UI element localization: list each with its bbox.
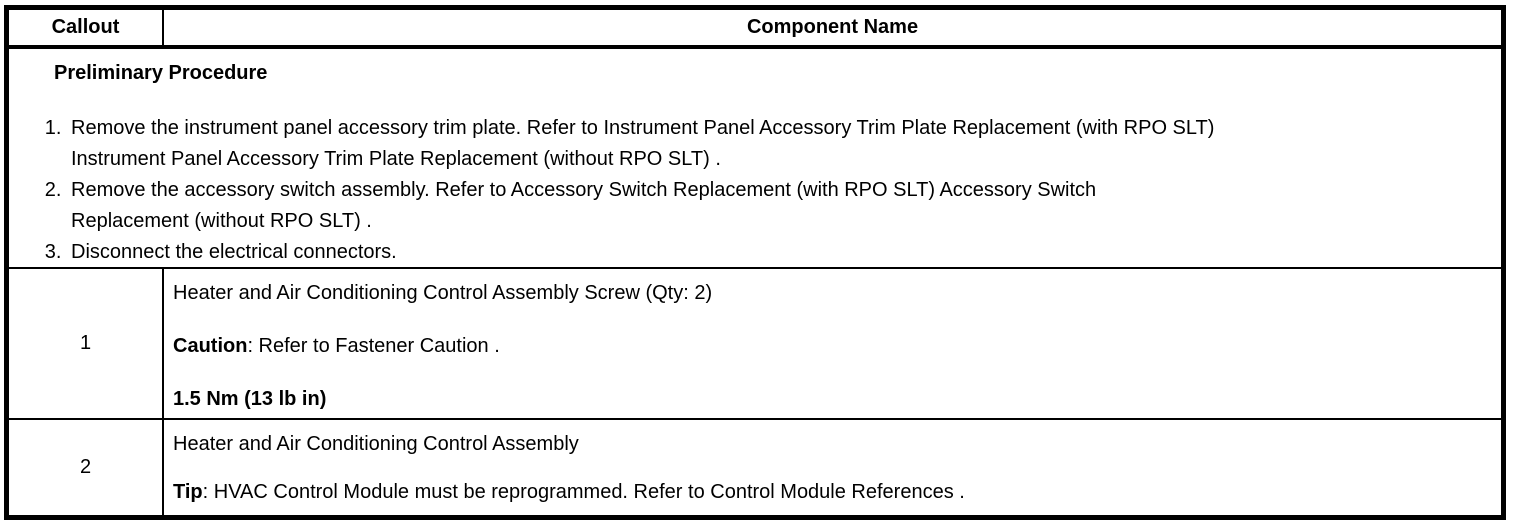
preliminary-procedure-section: Preliminary Procedure Remove the instrum… [9,49,1501,269]
table-row: 2 Heater and Air Conditioning Control As… [9,420,1501,515]
step-line: Replacement (without RPO SLT) . [71,210,372,232]
step-line: Remove the instrument panel accessory tr… [71,117,1215,139]
procedure-step: Remove the instrument panel accessory tr… [67,113,1489,175]
procedure-step: Disconnect the electrical connectors. [67,237,1489,267]
plain-text: Heater and Air Conditioning Control Asse… [173,433,579,455]
component-text-line: Tip: HVAC Control Module must be reprogr… [173,477,1489,508]
component-text-line: Heater and Air Conditioning Control Asse… [173,429,1489,460]
component-cell-1: Heater and Air Conditioning Control Asse… [164,269,1501,418]
table-header-row: Callout Component Name [9,10,1501,49]
plain-text: : Refer to Fastener Caution . [247,335,500,357]
bold-label: Tip [173,481,203,503]
callout-number-1: 1 [9,269,164,418]
callout-column-header: Callout [9,10,164,45]
component-text-line: 1.5 Nm (13 lb in) [173,384,1489,415]
component-text-line: Heater and Air Conditioning Control Asse… [173,278,1489,309]
component-cell-2: Heater and Air Conditioning Control Asse… [164,420,1501,515]
step-line: Remove the accessory switch assembly. Re… [71,179,1097,201]
step-line: Instrument Panel Accessory Trim Plate Re… [71,148,721,170]
component-name-column-header: Component Name [746,16,919,38]
plain-text: Heater and Air Conditioning Control Asse… [173,282,713,304]
callout-number-2: 2 [9,420,164,515]
preliminary-steps: Remove the instrument panel accessory tr… [9,113,1489,267]
component-callout-table: Callout Component Name Preliminary Proce… [4,5,1506,520]
procedure-step: Remove the accessory switch assembly. Re… [67,175,1489,237]
bold-label: 1.5 Nm (13 lb in) [173,388,327,410]
component-text-line: Caution: Refer to Fastener Caution . [173,331,1489,362]
bold-label: Caution [173,335,248,357]
table-row: 1 Heater and Air Conditioning Control As… [9,269,1501,420]
plain-text: : HVAC Control Module must be reprogramm… [202,481,965,503]
preliminary-procedure-title: Preliminary Procedure [54,62,268,84]
step-line: Disconnect the electrical connectors. [71,241,397,263]
